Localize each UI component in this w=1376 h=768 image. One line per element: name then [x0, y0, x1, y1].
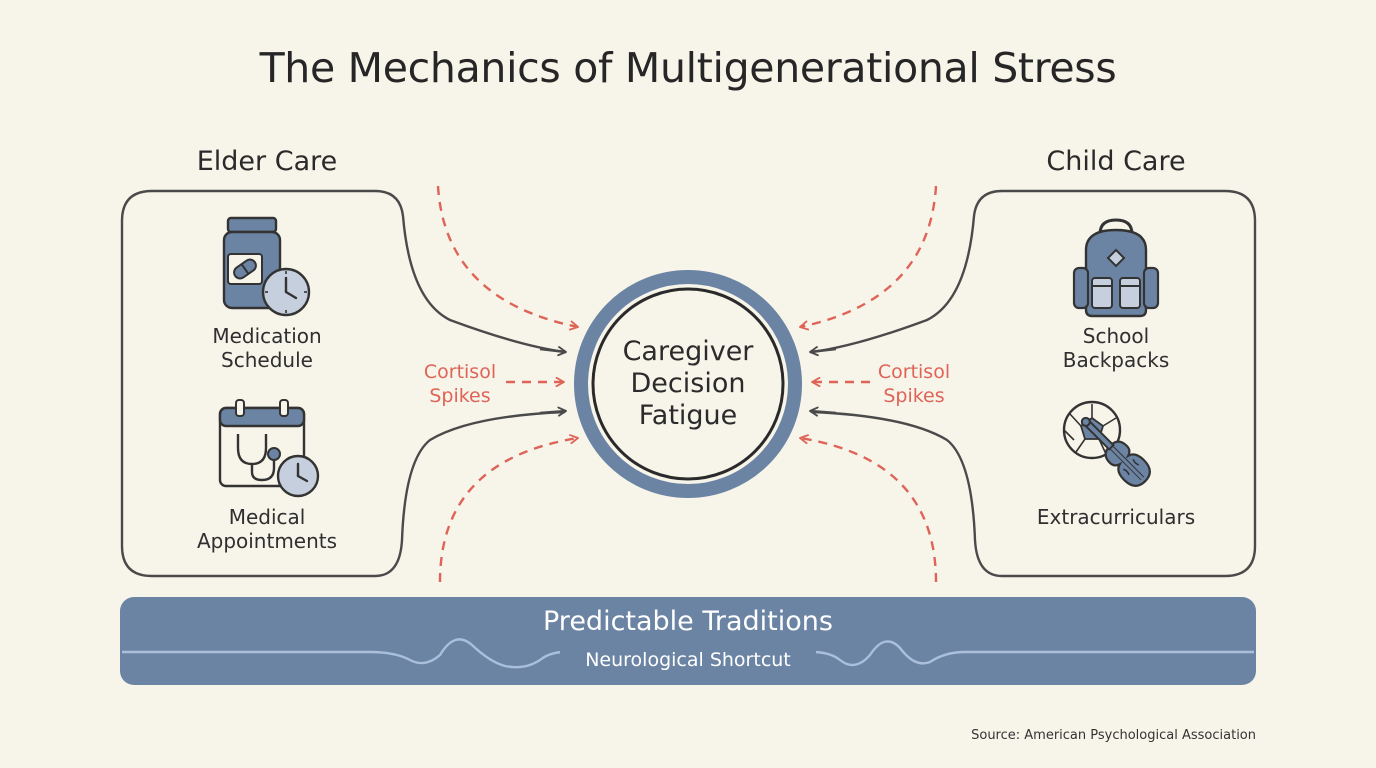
traditions-band — [120, 597, 1256, 685]
soccer-ball-violin-icon — [1062, 400, 1151, 487]
elder-care-container — [120, 189, 566, 578]
backpack-icon — [1072, 218, 1160, 318]
elder-care-label: Elder Care — [196, 146, 338, 177]
child-care-label: Child Care — [1046, 146, 1186, 177]
stress-arrow-bottom-right — [800, 438, 938, 583]
band-subtitle: Neurological Shortcut — [560, 647, 816, 673]
stress-arrow-top-right — [800, 185, 938, 327]
calendar-stethoscope-icon — [218, 399, 320, 498]
child-flow-arrow-bottom — [810, 411, 837, 413]
child-flow-arrow-top — [810, 349, 837, 352]
pill-bottle-clock-icon — [222, 216, 311, 317]
page-title: The Mechanics of Multigenerational Stres… — [259, 44, 1117, 92]
band-wave — [122, 638, 1254, 669]
elder-flow-arrow-bottom — [539, 411, 566, 413]
band-title: Predictable Traditions — [543, 606, 833, 637]
elder-flow-arrow-top — [539, 349, 566, 352]
source-note: Source: American Psychological Associati… — [971, 728, 1256, 743]
child-care-container — [811, 189, 1257, 578]
center-ring-outer — [574, 270, 802, 498]
stress-arrow-top-left — [436, 185, 578, 327]
center-ring-inner — [591, 287, 785, 481]
extracurriculars-label: Extracurriculars — [1036, 505, 1196, 529]
stress-arrow-bottom-left — [438, 438, 578, 583]
